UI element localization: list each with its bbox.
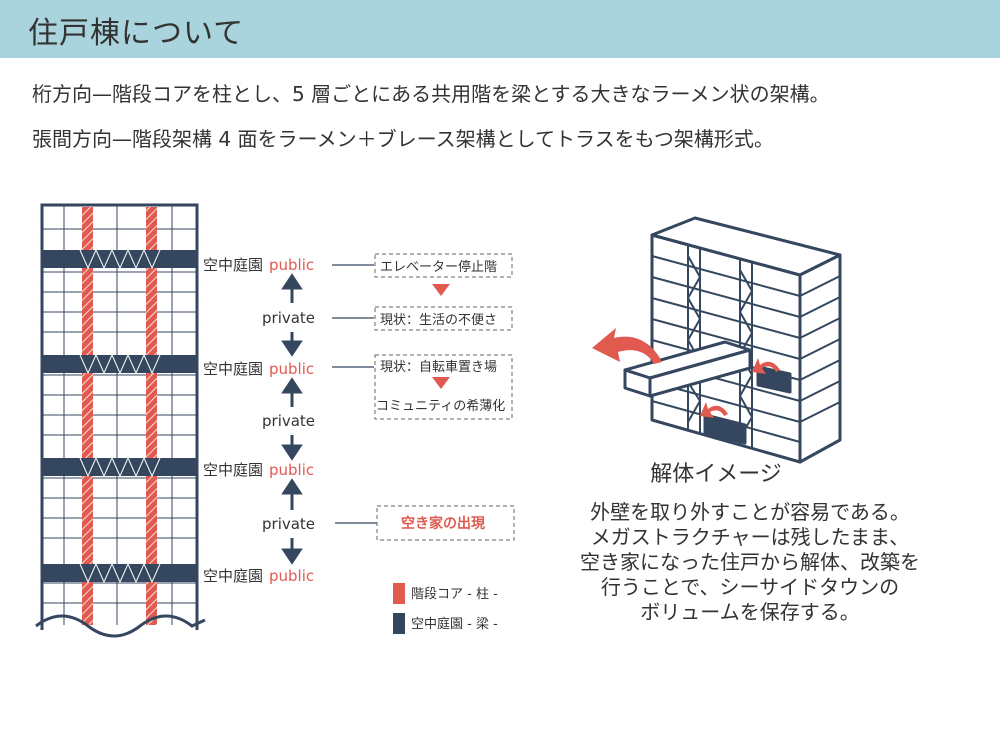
connector-lines xyxy=(332,264,377,524)
floor-labels: 空中庭園 public private 空中庭園 public private … xyxy=(203,256,315,585)
legend: 階段コア - 柱 - 空中庭園 - 梁 - xyxy=(393,583,498,634)
pull-out-arrow-icon xyxy=(592,328,662,364)
note-inconvenience: 現状：生活の不便さ xyxy=(380,313,497,328)
label-public-1: public xyxy=(269,256,314,274)
label-private-1: private xyxy=(262,309,315,327)
demolition-line-4: 行うことで、シーサイドタウンの xyxy=(600,575,900,599)
label-public-3: public xyxy=(269,461,314,479)
wave-bottom xyxy=(35,614,206,638)
legend-core-label: 階段コア - 柱 - xyxy=(411,587,498,602)
stair-core-right xyxy=(146,207,157,625)
note-texts: エレベーター停止階 現状：生活の不便さ 現状：自転車置き場 コミュニティの希薄化… xyxy=(376,259,505,532)
label-private-3: private xyxy=(262,515,315,533)
demolition-line-1: 外壁を取り外すことが容易である。 xyxy=(590,500,910,524)
description-line-2: 張間方向—階段架構 4 面をラーメン＋ブレース架構としてトラスをもつ架構形式。 xyxy=(32,127,774,151)
building-outline xyxy=(40,203,199,630)
demolition-title: 解体イメージ xyxy=(650,462,782,487)
label-private-2: private xyxy=(262,412,315,430)
red-arrow-icons xyxy=(592,328,780,418)
label-sky-garden-2: 空中庭園 xyxy=(203,360,263,378)
small-arrow-icon-2 xyxy=(700,402,728,418)
legend-beam-label: 空中庭園 - 梁 - xyxy=(411,616,498,632)
legend-beam-swatch xyxy=(393,613,405,634)
demolition-line-3: 空き家になった住戸から解体、改築を xyxy=(580,550,920,574)
sky-garden-beams xyxy=(42,250,197,582)
note-boxes xyxy=(374,253,515,541)
demolition-line-2: メガストラクチャーは残したまま、 xyxy=(590,525,910,549)
note-community: コミュニティの希薄化 xyxy=(376,399,505,414)
up-down-arrows xyxy=(281,273,303,565)
demolition-illustration xyxy=(623,216,842,464)
section-diagram xyxy=(35,203,206,638)
stair-core-left xyxy=(82,207,93,625)
note-bicycle-parking: 現状：自転車置き場 xyxy=(380,360,497,375)
note-elevator-stop: エレベーター停止階 xyxy=(380,259,497,275)
small-arrow-icon-1 xyxy=(752,358,780,374)
description-line-1: 桁方向—階段コアを柱とし、5 層ごとにある共用階を梁とする大きなラーメン状の架構… xyxy=(32,82,830,106)
label-public-4: public xyxy=(269,567,314,585)
page-title: 住戸棟について xyxy=(28,16,245,51)
legend-core-swatch xyxy=(393,583,405,604)
beam-truss xyxy=(79,248,161,584)
demolition-line-5: ボリュームを保存する。 xyxy=(640,600,860,624)
page-header: 住戸棟について xyxy=(0,0,1000,58)
label-sky-garden-4: 空中庭園 xyxy=(203,567,263,585)
label-public-2: public xyxy=(269,360,314,378)
floor-lines xyxy=(42,205,197,625)
demolition-description: 外壁を取り外すことが容易である。 メガストラクチャーは残したまま、 空き家になっ… xyxy=(540,500,960,625)
label-sky-garden-3: 空中庭園 xyxy=(203,461,263,479)
note-down-triangles xyxy=(432,284,450,389)
label-sky-garden-1: 空中庭園 xyxy=(203,256,263,274)
note-vacant-houses: 空き家の出現 xyxy=(401,515,485,532)
